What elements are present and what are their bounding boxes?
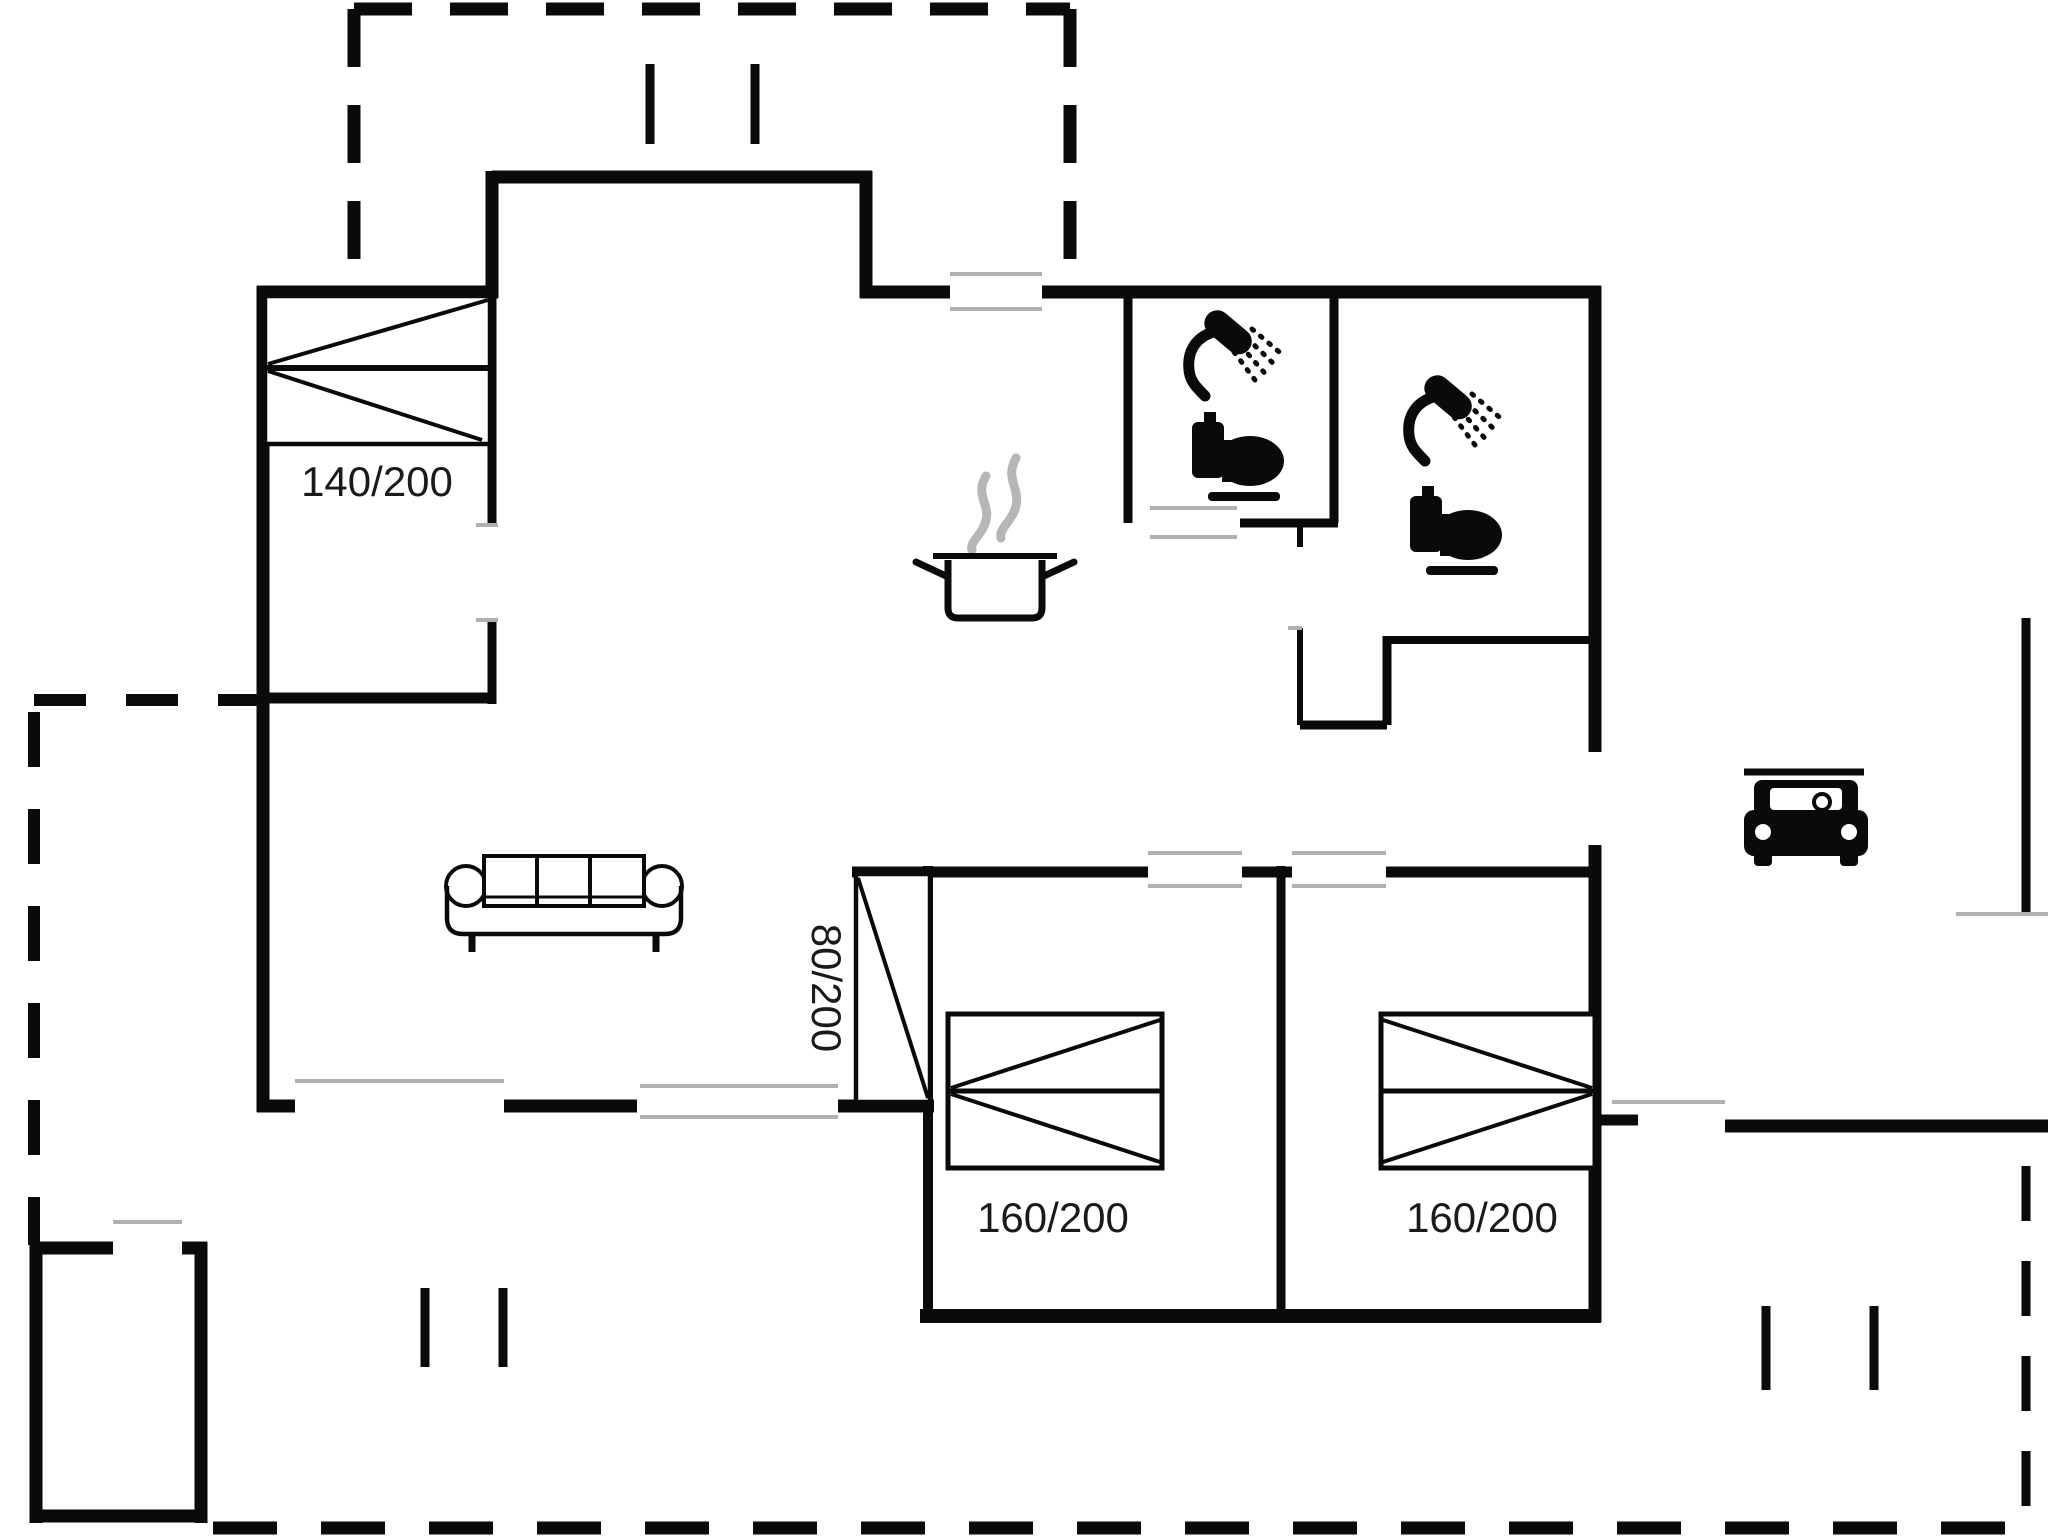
steam-icon bbox=[967, 471, 992, 555]
terrace-boundary-dashed bbox=[28, 2, 2048, 1535]
car-icon bbox=[1744, 780, 1868, 866]
steering-wheel-icon bbox=[1812, 792, 1832, 812]
bed-size-label: 140/200 bbox=[301, 458, 453, 505]
bed-160x200-left bbox=[945, 1011, 1165, 1171]
cooking-pot-icon bbox=[912, 453, 1078, 622]
shower-icon bbox=[1403, 375, 1507, 467]
opening-tick-marks bbox=[420, 64, 1879, 1390]
toilet-icon bbox=[1410, 486, 1502, 575]
bed-size-label-rotated: 80/200 bbox=[803, 924, 850, 1052]
bed-140x200 bbox=[262, 293, 493, 447]
bed-size-label: 160/200 bbox=[1406, 1194, 1558, 1241]
bed-80x200 bbox=[853, 871, 933, 1105]
window-door-lines bbox=[113, 272, 2048, 1224]
bed-160x200-right bbox=[1378, 1011, 1598, 1171]
steam-icon bbox=[996, 453, 1022, 543]
shower-icon bbox=[1183, 310, 1287, 402]
toilet-icon bbox=[1192, 412, 1284, 501]
sofa-icon bbox=[444, 854, 684, 952]
bed-size-label: 160/200 bbox=[977, 1194, 1129, 1241]
